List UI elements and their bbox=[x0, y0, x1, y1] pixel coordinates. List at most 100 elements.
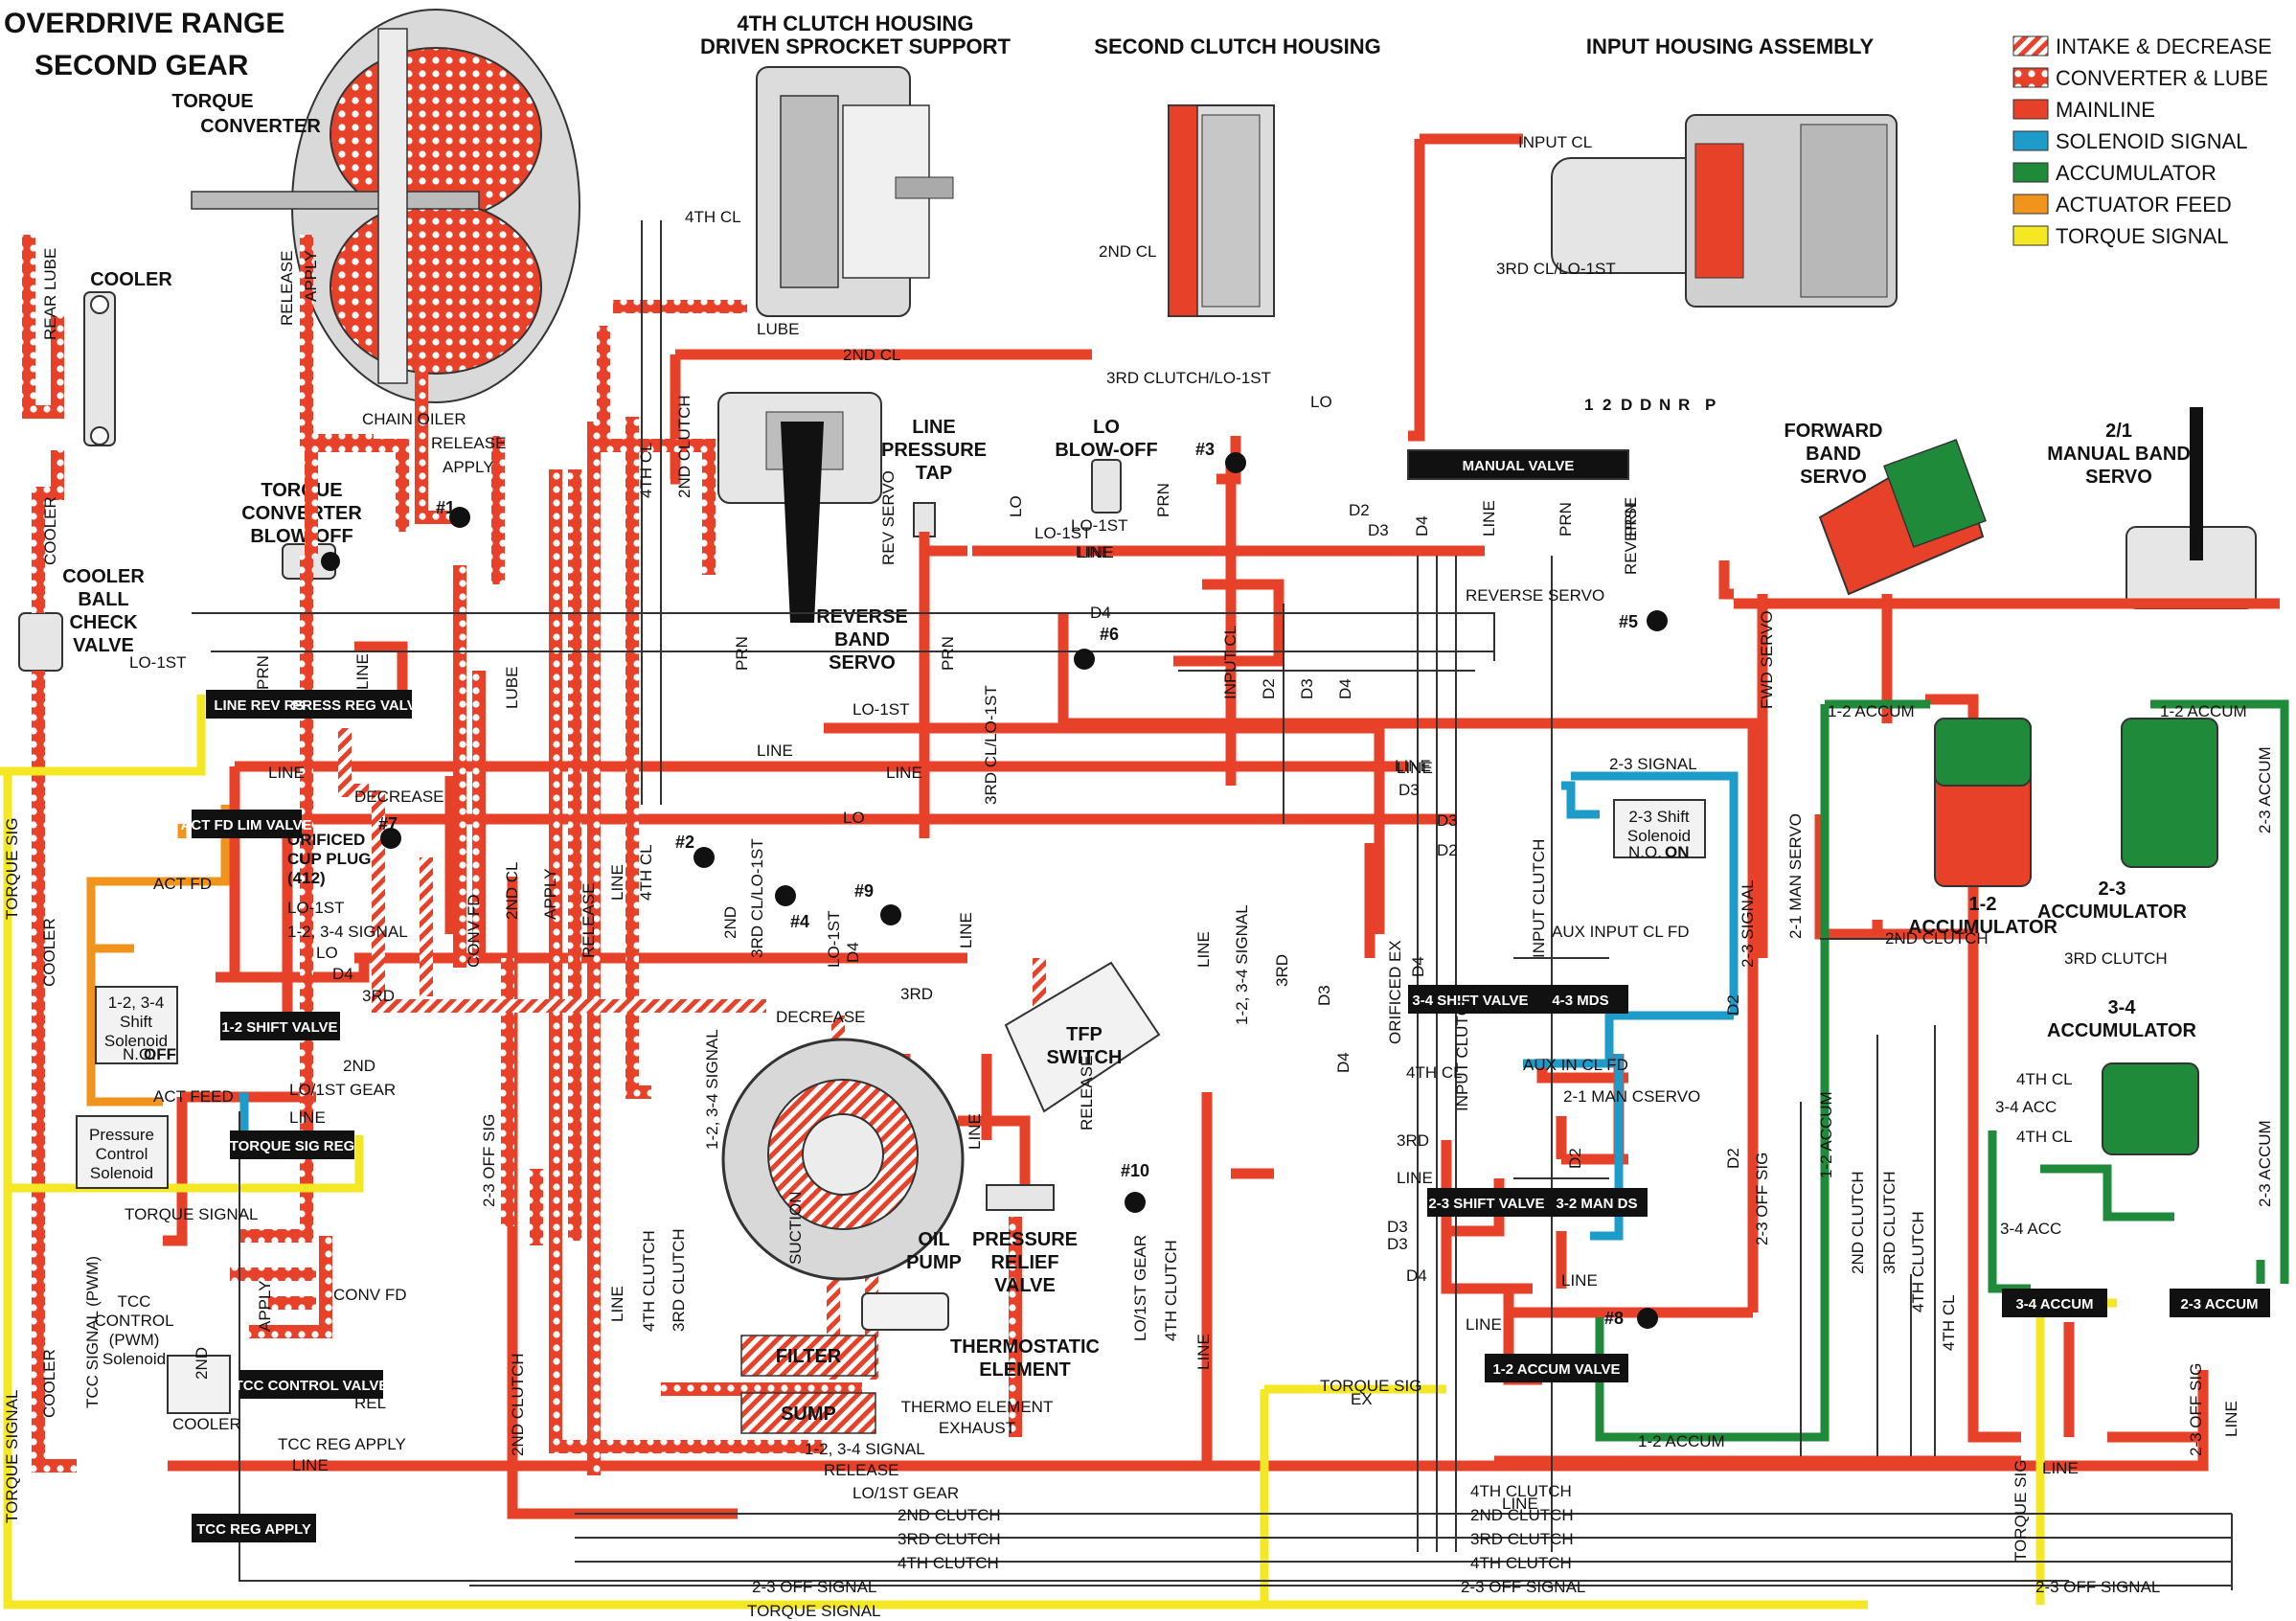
svg-text:APPLY: APPLY bbox=[302, 250, 320, 302]
checkball-6[interactable]: #6 bbox=[1074, 625, 1119, 670]
solenoid-23-state: ON bbox=[1665, 843, 1690, 861]
svg-text:INPUT HOUSING ASSEMBLY: INPUT HOUSING ASSEMBLY bbox=[1586, 34, 1875, 58]
svg-text:4TH CL: 4TH CL bbox=[637, 442, 655, 498]
input-housing-assembly-label: INPUT HOUSING ASSEMBLY bbox=[1586, 34, 1875, 58]
checkball-3[interactable]: #3 bbox=[1195, 440, 1246, 473]
svg-text:3-4: 3-4 bbox=[2108, 997, 2137, 1018]
svg-text:Shift: Shift bbox=[120, 1013, 152, 1031]
svg-text:BAND: BAND bbox=[834, 629, 890, 651]
svg-text:LINE: LINE bbox=[292, 1456, 329, 1474]
checkball-5[interactable]: #5 bbox=[1619, 610, 1668, 631]
svg-text:3RD CLUTCH: 3RD CLUTCH bbox=[1470, 1530, 1574, 1548]
act-fd-lim-valve[interactable]: ACT FD LIM VALVE bbox=[181, 810, 312, 838]
checkball-2[interactable]: #2 bbox=[675, 833, 715, 868]
svg-text:Solenoid: Solenoid bbox=[102, 1350, 166, 1368]
svg-text:VALVE: VALVE bbox=[994, 1275, 1056, 1296]
svg-text:#5: #5 bbox=[1619, 612, 1638, 631]
checkball-8[interactable]: #8 bbox=[1604, 1308, 1658, 1329]
svg-text:LINE: LINE bbox=[268, 764, 305, 782]
pressure-control-solenoid[interactable]: Pressure Control Solenoid bbox=[76, 1115, 169, 1189]
svg-text:N.O.: N.O. bbox=[1628, 843, 1662, 861]
accumulator-1-2[interactable]: 1-2 ACCUMULATOR bbox=[1908, 718, 2058, 938]
svg-text:3RD: 3RD bbox=[1397, 1131, 1429, 1150]
svg-text:LO-1ST: LO-1ST bbox=[825, 910, 843, 968]
svg-text:2-3 SIGNAL: 2-3 SIGNAL bbox=[1609, 755, 1697, 773]
svg-text:#4: #4 bbox=[790, 912, 809, 931]
lo-blowoff: LO BLOW-OFF bbox=[1055, 417, 1158, 514]
torque-converter-label: TORQUE CONVERTER bbox=[171, 91, 321, 137]
line-rev-rst-valve[interactable]: LINE REV RST bbox=[206, 690, 321, 719]
svg-text:LO-1ST: LO-1ST bbox=[287, 899, 345, 917]
legend-torque-signal: TORQUE SIGNAL bbox=[2012, 224, 2229, 248]
svg-text:OVERDRIVE RANGE: OVERDRIVE RANGE bbox=[4, 8, 284, 39]
shift-solenoid-1-2-3-4[interactable]: 1-2, 3-4 Shift Solenoid N.O. OFF bbox=[95, 986, 178, 1064]
checkball-1[interactable]: #1 bbox=[436, 498, 470, 528]
svg-text:LINE: LINE bbox=[1480, 500, 1498, 537]
svg-text:LUBE: LUBE bbox=[757, 320, 799, 338]
torque-sig-reg-valve[interactable]: TORQUE SIG REG bbox=[230, 1130, 355, 1159]
svg-text:1-2, 3-4 SIGNAL: 1-2, 3-4 SIGNAL bbox=[287, 923, 408, 941]
actuator-feed-circuit bbox=[86, 805, 230, 1107]
press-reg-valve[interactable]: PRESS REG VALVE bbox=[292, 690, 426, 719]
svg-text:TORQUE SIG REG: TORQUE SIG REG bbox=[230, 1138, 355, 1154]
svg-text:1-2 ACCUM: 1-2 ACCUM bbox=[1828, 702, 1915, 720]
manual-valve[interactable]: MANUAL VALVE bbox=[1407, 449, 1629, 480]
svg-text:4TH CL: 4TH CL bbox=[1406, 1063, 1463, 1082]
accumulator-2-3[interactable]: 2-3 ACCUMULATOR bbox=[2037, 718, 2218, 923]
checkball-10[interactable]: #10 bbox=[1121, 1161, 1149, 1213]
svg-text:ACCUMULATOR: ACCUMULATOR bbox=[2037, 902, 2187, 923]
svg-text:3RD CLUTCH: 3RD CLUTCH bbox=[670, 1228, 688, 1332]
svg-text:1-2, 3-4 SIGNAL: 1-2, 3-4 SIGNAL bbox=[703, 1029, 721, 1150]
accumulator-3-4[interactable]: 3-4 ACCUMULATOR bbox=[2047, 997, 2199, 1155]
svg-text:RELEASE: RELEASE bbox=[278, 251, 296, 326]
svg-text:D: D bbox=[1621, 396, 1632, 414]
svg-text:3RD CL/LO-1ST: 3RD CL/LO-1ST bbox=[1496, 260, 1616, 278]
accum-valve-1-2[interactable]: 1-2 ACCUM VALVE bbox=[1485, 1354, 1628, 1382]
checkball-9[interactable]: #9 bbox=[854, 881, 901, 925]
svg-text:D4: D4 bbox=[1413, 515, 1431, 537]
svg-text:2-3 OFF SIG: 2-3 OFF SIG bbox=[480, 1114, 498, 1207]
svg-text:4TH CLUTCH: 4TH CLUTCH bbox=[898, 1554, 999, 1572]
svg-text:LINE: LINE bbox=[1397, 759, 1433, 777]
fourth-clutch-housing-label: 4TH CLUTCH HOUSING DRIVEN SPROCKET SUPPO… bbox=[700, 11, 1011, 58]
svg-text:RELEASE: RELEASE bbox=[824, 1461, 898, 1479]
passage-labels: LUBE 2ND CL 2ND CL 4TH CL INPUT CL 3RD C… bbox=[125, 133, 2247, 1620]
svg-text:D3: D3 bbox=[1437, 811, 1458, 830]
svg-text:4TH CLUTCH: 4TH CLUTCH bbox=[1162, 1240, 1180, 1341]
checkball-7[interactable]: #7 bbox=[378, 814, 401, 849]
shift-valve-2-3[interactable]: 2-3 SHIFT VALVE bbox=[1427, 1188, 1547, 1217]
man-ds-3-2-valve[interactable]: 3-2 MAN DS bbox=[1547, 1188, 1648, 1217]
svg-text:LINE: LINE bbox=[2222, 1401, 2240, 1437]
second-clutch-housing bbox=[1168, 104, 1275, 317]
shift-valve-1-2[interactable]: 1-2 SHIFT VALVE bbox=[220, 1012, 340, 1040]
accum-valve-3-4[interactable]: 3-4 ACCUM bbox=[2002, 1289, 2107, 1317]
tcc-pwm-solenoid[interactable]: TCC CONTROL (PWM) Solenoid bbox=[94, 1292, 231, 1414]
svg-text:2ND CLUTCH: 2ND CLUTCH bbox=[1849, 1171, 1867, 1274]
svg-text:TORQUE: TORQUE bbox=[261, 480, 342, 501]
svg-text:LINE: LINE bbox=[1466, 1315, 1502, 1334]
tcc-reg-apply-valve[interactable]: TCC REG APPLY bbox=[192, 1514, 316, 1542]
tcc-control-valve[interactable]: TCC CONTROL VALVE bbox=[235, 1370, 389, 1399]
svg-text:3RD CL/LO-1ST: 3RD CL/LO-1ST bbox=[982, 685, 1000, 805]
page-title: OVERDRIVE RANGE SECOND GEAR bbox=[4, 8, 284, 81]
legend-converter-lube: CONVERTER & LUBE bbox=[2012, 66, 2268, 90]
svg-text:TCC REG APPLY: TCC REG APPLY bbox=[196, 1521, 311, 1538]
svg-text:D3: D3 bbox=[1315, 985, 1333, 1006]
accum-valve-2-3[interactable]: 2-3 ACCUM bbox=[2170, 1289, 2270, 1317]
svg-text:4TH CLUTCH: 4TH CLUTCH bbox=[1909, 1211, 1927, 1313]
svg-text:CHAIN OILER: CHAIN OILER bbox=[362, 410, 466, 428]
svg-text:D4: D4 bbox=[1336, 678, 1354, 699]
mds-4-3-valve[interactable]: 4-3 MDS bbox=[1533, 985, 1628, 1014]
svg-text:PRN: PRN bbox=[1557, 502, 1575, 537]
svg-text:LINE: LINE bbox=[608, 1286, 626, 1322]
shift-valve-3-4[interactable]: 3-4 SHIFT VALVE bbox=[1408, 985, 1533, 1014]
shift-solenoid-2-3[interactable]: 2-3 Shift Solenoid N.O. ON bbox=[1613, 799, 1706, 861]
svg-text:2-3 OFF SIGNAL: 2-3 OFF SIGNAL bbox=[1461, 1578, 1585, 1596]
checkball-4[interactable]: #4 bbox=[775, 885, 809, 931]
svg-text:SWITCH: SWITCH bbox=[1047, 1047, 1123, 1068]
svg-text:TORQUE SIG: TORQUE SIG bbox=[2012, 1460, 2030, 1562]
svg-text:DRIVEN SPROCKET SUPPORT: DRIVEN SPROCKET SUPPORT bbox=[700, 34, 1011, 58]
cooler: COOLER bbox=[83, 269, 172, 446]
svg-text:3RD: 3RD bbox=[362, 987, 395, 1005]
